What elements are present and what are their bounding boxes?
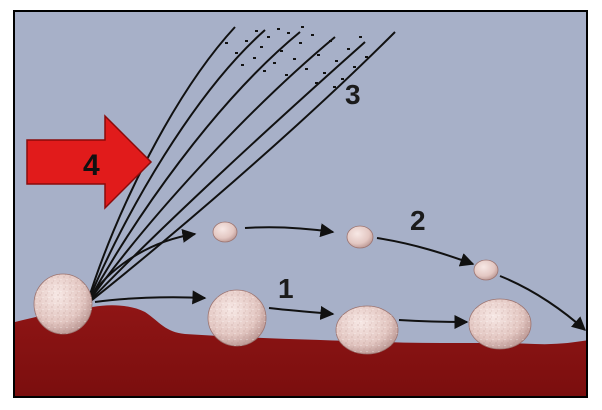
saltating-grain	[213, 222, 237, 242]
label-rolling: 1	[278, 273, 294, 304]
sediment-transport-diagram: 4 3 2 1	[15, 12, 588, 398]
label-saltation: 2	[410, 205, 426, 236]
saltating-grain	[347, 226, 373, 248]
label-wind: 4	[83, 149, 100, 182]
diagram-frame: 4 3 2 1	[13, 10, 588, 398]
label-suspension: 3	[345, 79, 361, 110]
saltating-grain	[474, 260, 498, 280]
